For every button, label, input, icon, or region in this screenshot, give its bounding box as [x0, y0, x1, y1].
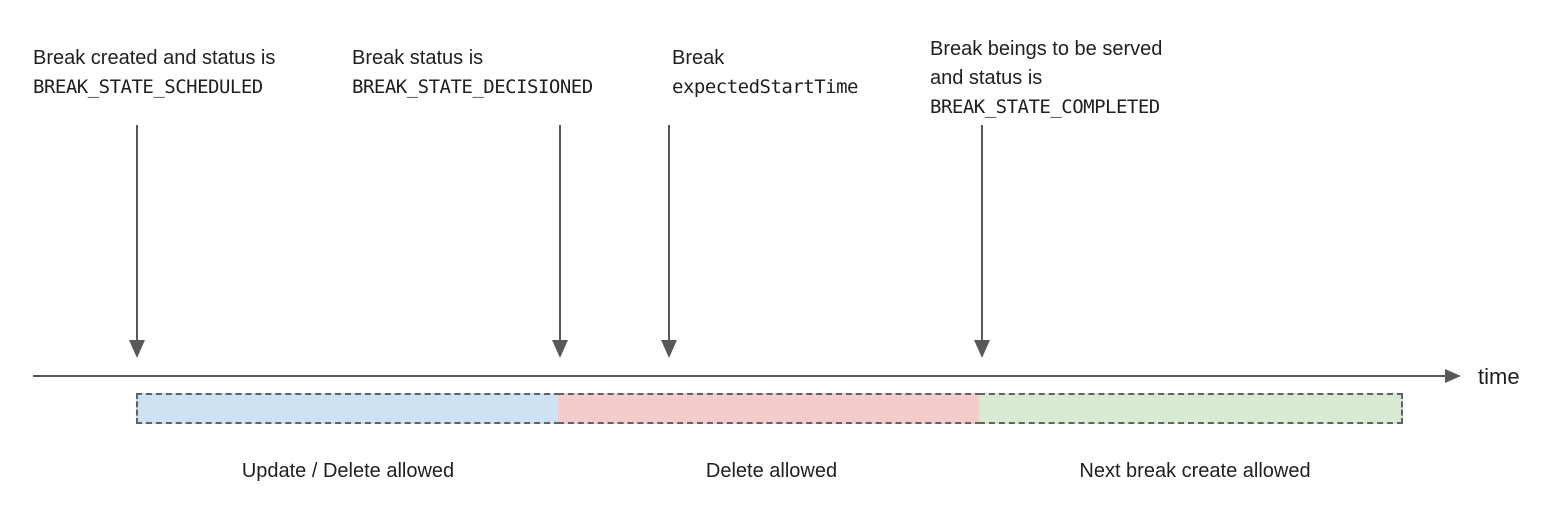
- annotation-break-scheduled: Break created and status is BREAK_STATE_…: [33, 44, 275, 102]
- segment-update-delete-allowed: [136, 393, 560, 424]
- annotation-text: Break status is: [352, 47, 484, 69]
- annotation-code: BREAK_STATE_DECISIONED: [352, 76, 593, 98]
- annotation-code: expectedStartTime: [672, 76, 858, 98]
- annotation-text: Break beings to be served: [930, 38, 1163, 60]
- segment-delete-allowed: [558, 393, 981, 424]
- time-axis-line: [33, 369, 1461, 383]
- annotation-text: Break created and status is: [33, 47, 276, 69]
- annotation-text: Break: [672, 47, 725, 69]
- annotation-text: and status is: [930, 67, 1043, 89]
- down-arrow-decisioned: [552, 125, 568, 358]
- segment-label-delete: Delete allowed: [705, 460, 838, 482]
- segment-next-break-create-allowed: [979, 393, 1403, 424]
- down-arrow-scheduled: [129, 125, 145, 358]
- annotation-break-completed: Break beings to be served and status is …: [930, 35, 1162, 122]
- annotation-code: BREAK_STATE_COMPLETED: [930, 96, 1160, 118]
- down-arrow-expected-start-time: [661, 125, 677, 358]
- annotation-code: BREAK_STATE_SCHEDULED: [33, 76, 263, 98]
- segment-label-update-delete: Update / Delete allowed: [241, 460, 455, 482]
- time-axis-label: time: [1478, 364, 1520, 389]
- annotation-expected-start-time: Break expectedStartTime: [672, 44, 858, 102]
- timeline-segments: [136, 393, 1403, 424]
- annotation-break-decisioned: Break status is BREAK_STATE_DECISIONED: [352, 44, 593, 102]
- segment-label-next-break-create: Next break create allowed: [1079, 460, 1311, 482]
- down-arrow-completed: [974, 125, 990, 358]
